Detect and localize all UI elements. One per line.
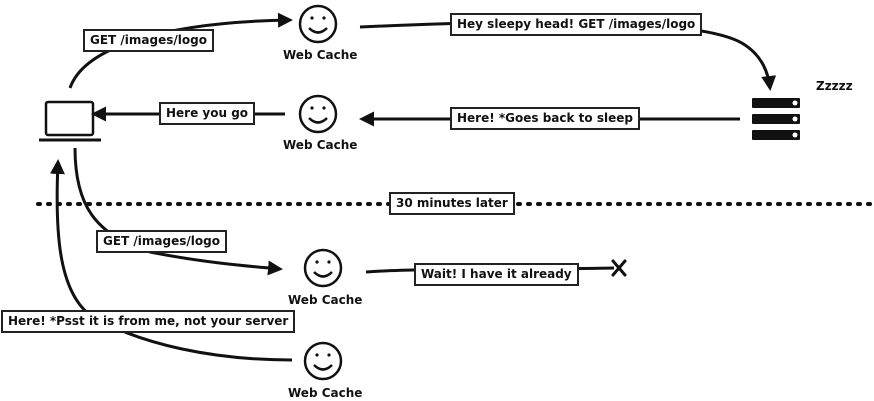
web-cache-3-smiley-icon [303,248,343,288]
cache-hit-label: Wait! I have it already [414,263,579,286]
stale-reply-label: Here! *Psst it is from me, not your serv… [1,310,296,333]
web-cache-2-smiley-icon [298,94,338,134]
server-icon [752,98,800,140]
time-marker-label: 30 minutes later [389,192,515,215]
blocked-x-icon [611,259,627,277]
forward-label: Hey sleepy head! GET /images/logo [450,13,703,36]
request-later-label: GET /images/logo [96,230,227,253]
web-cache-1-label: Web Cache [283,48,358,62]
server-sleeping-label: Zzzzz [816,79,853,93]
web-cache-3-label: Web Cache [288,293,363,307]
laptop-icon [39,100,101,142]
origin-reply-label: Here! *Goes back to sleep [450,107,640,130]
web-cache-1-smiley-icon [298,4,338,44]
web-cache-2-label: Web Cache [283,138,358,152]
web-cache-4-label: Web Cache [288,386,363,400]
request-label: GET /images/logo [83,29,214,52]
reply-label: Here you go [159,102,256,125]
web-cache-4-smiley-icon [303,341,343,381]
